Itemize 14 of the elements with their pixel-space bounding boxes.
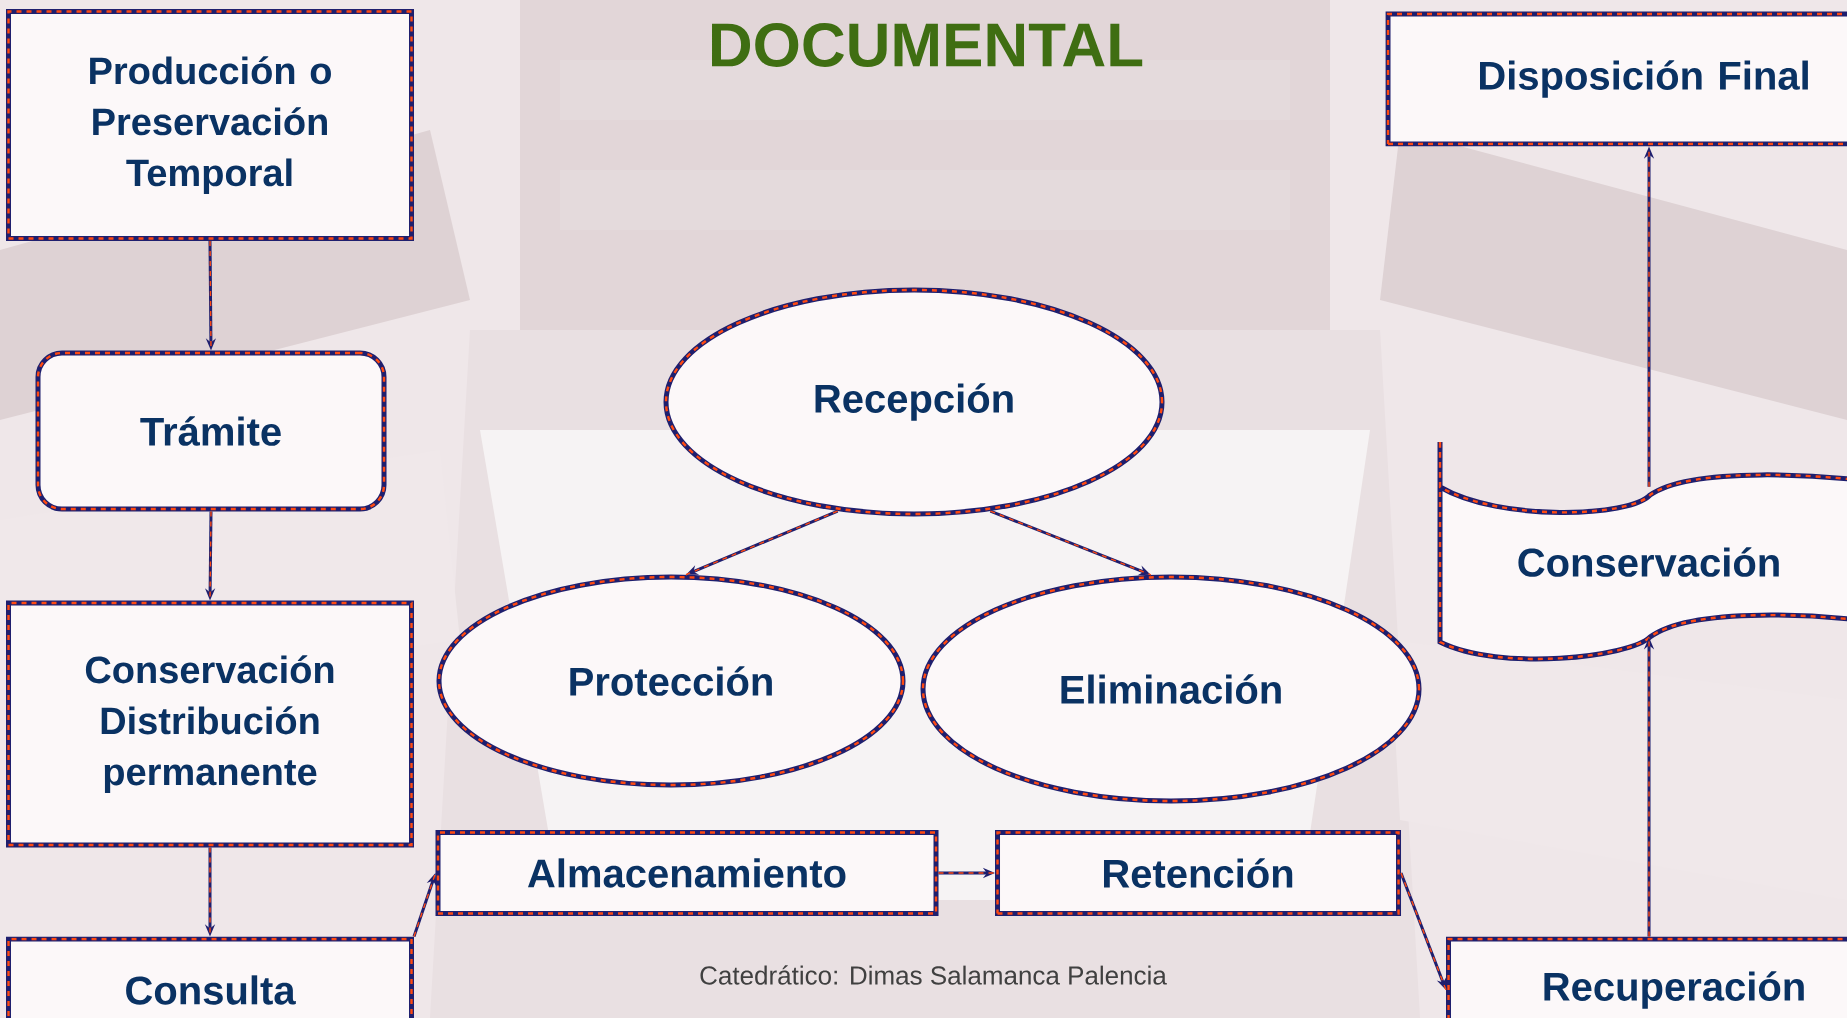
process-box: Retención [995,830,1401,916]
arrow [412,872,437,938]
process-box: Consulta [6,936,414,1018]
arrow [989,509,1152,576]
process-box: Disposición Final [1385,11,1847,147]
process-box: Almacenamiento [435,830,939,916]
process-box: Conservación Distribución permanente [6,600,414,848]
process-box: Producción o Preservación Temporal [6,9,414,241]
process-box: Trámite [35,350,387,512]
arrow [1399,872,1447,991]
process-box: Recuperación [1446,936,1847,1018]
title: DOCUMENTAL [712,23,1143,67]
author-credit: Catedrático: Dimas Salamanca Palencia [700,965,1167,985]
arrow [685,509,839,576]
